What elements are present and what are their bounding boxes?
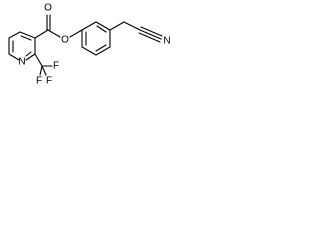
ring-nitrogen-label: N xyxy=(18,57,25,68)
fluorine-label: F xyxy=(53,61,59,72)
bond xyxy=(19,31,36,39)
bond xyxy=(41,65,47,76)
bond xyxy=(34,29,49,39)
bond xyxy=(8,31,21,39)
carbonyl-oxygen-label: O xyxy=(44,3,52,14)
bond xyxy=(109,21,125,31)
bond xyxy=(25,53,36,61)
ester-group xyxy=(34,14,83,39)
bond xyxy=(34,53,43,67)
ester-oxygen-label: O xyxy=(61,35,69,46)
trifluoromethyl-group xyxy=(34,53,53,76)
triple-bond xyxy=(138,32,161,43)
bond xyxy=(39,65,43,76)
double-bond-inner xyxy=(25,51,32,57)
bond xyxy=(47,29,61,38)
cyanomethyl-group xyxy=(109,21,163,43)
pyridine-ring xyxy=(8,31,36,61)
double-bond-inner xyxy=(20,35,32,41)
triple-bond xyxy=(139,29,162,40)
bond xyxy=(123,21,141,31)
chemical-structure: N F F F O O N xyxy=(8,3,171,87)
triple-bond xyxy=(140,26,163,37)
bond xyxy=(8,53,20,61)
bond xyxy=(69,29,83,38)
bond xyxy=(95,21,111,31)
benzene-ring xyxy=(81,21,111,56)
bond xyxy=(95,46,111,56)
fluorine-label: F xyxy=(36,76,42,87)
nitrile-nitrogen-label: N xyxy=(163,36,170,47)
double-bond-inner xyxy=(96,25,107,33)
bond xyxy=(81,46,97,56)
fluorine-label: F xyxy=(46,76,52,87)
double-bond-inner xyxy=(95,44,107,52)
bond xyxy=(81,21,97,31)
